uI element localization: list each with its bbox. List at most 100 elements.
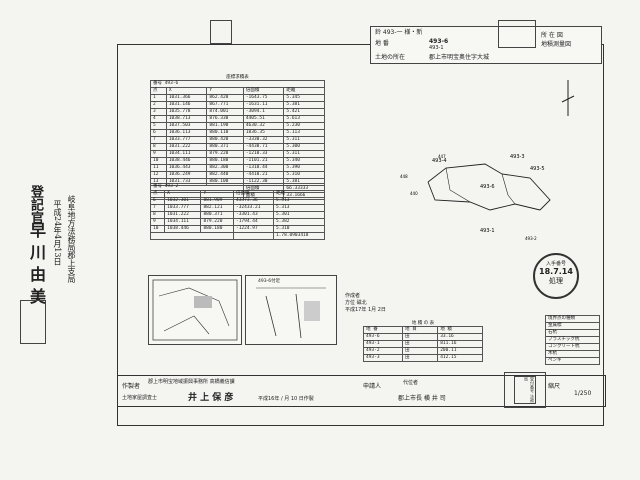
- table-header-cell: 点: [150, 87, 167, 95]
- table-cell: 1036.443: [165, 164, 208, 172]
- table-cell: プラスチック杭: [545, 336, 600, 344]
- table-cell: 10: [149, 225, 166, 233]
- table-cell: 43373.36: [233, 197, 274, 205]
- table-cell: 1038.446: [165, 157, 208, 165]
- received-stamp-line2: 処理: [549, 277, 563, 285]
- table-cell: -1643.75: [242, 94, 285, 102]
- table-cell: 5: [150, 122, 167, 130]
- table-cell: -3301.43: [233, 211, 274, 219]
- table-header-row: 地 番地 目地 積: [362, 326, 483, 334]
- table-cell: 1031.366: [165, 94, 208, 102]
- label-493-2: 493-2: [525, 236, 537, 241]
- table-cell: 811.16: [437, 340, 483, 348]
- legend: 境界点の種類金属標石杭プラスチック杭コンクリート杭木杭ペンキ: [545, 315, 600, 365]
- maker-label: 作製者: [122, 383, 141, 390]
- land-value: 郡上市明宝奥住字大城: [429, 54, 490, 61]
- table-cell: -4410.21: [242, 171, 285, 179]
- footer: 作製者 郡上市明宝地域振興事務所 高橋義信課 土地家屋調査士 井 上 保 彦 平…: [117, 372, 606, 408]
- table-cell: 880.180: [200, 225, 235, 233]
- location-map-caption: 493-6付近: [258, 279, 281, 284]
- table-cell: 金属標: [545, 322, 600, 330]
- label-493-5: 493-5: [530, 166, 545, 172]
- table-cell: 5.381: [283, 101, 325, 109]
- table-cell: 200.11: [437, 347, 483, 355]
- table-header-cell: 距離: [283, 87, 325, 95]
- surveyor-name: 井 上 保 彦: [188, 393, 234, 403]
- registrar-name: 早川由美: [27, 222, 46, 310]
- table-title-row: 番号 493-6: [150, 80, 325, 88]
- table-cell: -1794.44: [233, 218, 274, 226]
- north-arrow-icon: [561, 80, 575, 116]
- table-cell: 1038.446: [164, 225, 202, 233]
- header-stamp: [498, 20, 536, 48]
- table-cell: -3330.32: [242, 136, 285, 144]
- doc-type-label: 所 在 図: [541, 32, 563, 39]
- table-cell: コンクリート杭: [545, 343, 600, 351]
- table-cell: 879.220: [200, 218, 235, 226]
- registrar-seal: [20, 300, 46, 344]
- table-cell: 881.909: [200, 197, 235, 205]
- table-cell: 876.330: [206, 115, 244, 123]
- applicant-value: 代位者: [403, 380, 419, 386]
- table-cell: 4: [150, 115, 167, 123]
- maker-value: 郡上市明宝地域振興事務所 高橋義信課: [148, 379, 235, 385]
- table-header-cell: 地 目: [402, 326, 439, 334]
- table-cell: 田: [402, 347, 439, 355]
- applicant-name: 郡上市長 横 井 司: [398, 395, 446, 402]
- table-header-cell: X: [165, 87, 208, 95]
- legend-grid: 境界点の種類金属標石杭プラスチック杭コンクリート杭木杭ペンキ: [545, 315, 600, 365]
- footer-stamp: [504, 372, 546, 408]
- table-cell: 田: [402, 333, 439, 341]
- table-cell: 1032.301: [164, 197, 202, 205]
- applicant-label: 申請人: [363, 383, 382, 390]
- table-cell: 493-3: [362, 354, 404, 362]
- legend-item: ペンキ: [545, 357, 600, 365]
- table-cell: 5.390: [283, 164, 325, 172]
- table-cell: 882.300: [206, 164, 244, 172]
- surveyor-label: 土地家屋調査士: [122, 395, 158, 401]
- table-cell: 493-6: [362, 333, 404, 341]
- table-cell: 8: [149, 211, 166, 219]
- received-stamp-date: 18.7.14: [539, 267, 573, 276]
- table-cell: 874.001: [206, 108, 244, 116]
- legend-item: コンクリート杭: [545, 343, 600, 351]
- scale-label: 縮尺: [548, 383, 561, 390]
- table-cell: 5.301: [272, 211, 326, 219]
- land-label: 土地の所在: [375, 54, 406, 61]
- table-cell: 1036.113: [165, 129, 208, 137]
- label-493-1: 493-1: [480, 228, 495, 234]
- table-title-cell: 番号 493-6: [150, 80, 325, 88]
- table-cell: 880.110: [206, 129, 244, 137]
- table-cell: 7: [150, 136, 167, 144]
- table-header-cell: Y: [200, 190, 235, 198]
- scale-value: 1/250: [574, 390, 592, 397]
- table-cell: 880.420: [206, 136, 244, 144]
- header-top-line: 鈴 493-一 様・新: [375, 29, 423, 36]
- footer-stamp-right: 受付番号 法務局: [514, 376, 536, 404]
- doc-type-label-2: 地積測量図: [541, 41, 572, 48]
- table-cell: 9: [149, 218, 166, 226]
- drawing-frame: [117, 44, 604, 426]
- registrar-title: 登記官: [28, 185, 43, 224]
- table-cell: 867.771: [206, 101, 244, 109]
- table-cell: 862.420: [206, 94, 244, 102]
- table-cell: 1037.503: [165, 122, 208, 130]
